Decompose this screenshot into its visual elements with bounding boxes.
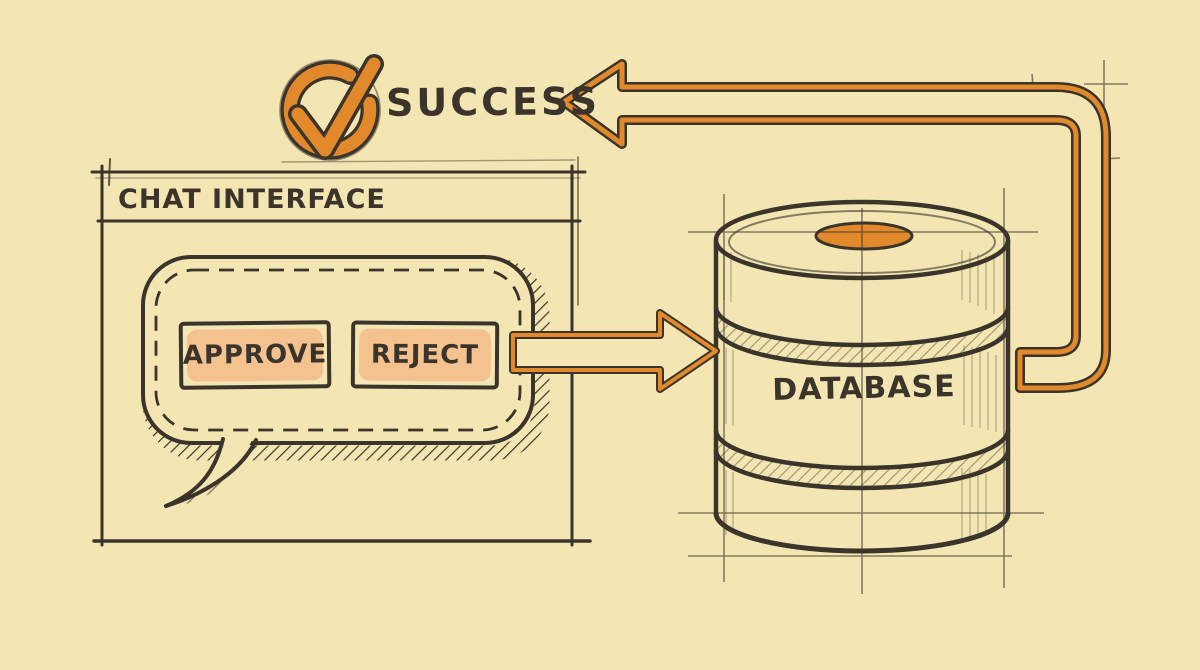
reject-button[interactable]: REJECT: [350, 320, 500, 390]
cylinder-slot: [814, 221, 914, 251]
chat-window-title: CHAT INTERFACE: [118, 184, 386, 215]
approve-button-label: APPROVE: [182, 339, 328, 371]
approve-button[interactable]: APPROVE: [178, 320, 332, 390]
return-arrow: [559, 59, 1111, 393]
groove-band-2: [716, 430, 1008, 488]
database-label: DATABASE: [771, 369, 957, 408]
groove-band-1: [716, 307, 1008, 365]
reject-button-label: REJECT: [370, 339, 480, 371]
success-label: SUCCESS: [385, 79, 601, 125]
submit-arrow: [509, 309, 720, 393]
check-circle-icon: [279, 54, 384, 161]
construction-lines: [678, 60, 1128, 594]
bubble-tail-hatch: [178, 449, 256, 506]
